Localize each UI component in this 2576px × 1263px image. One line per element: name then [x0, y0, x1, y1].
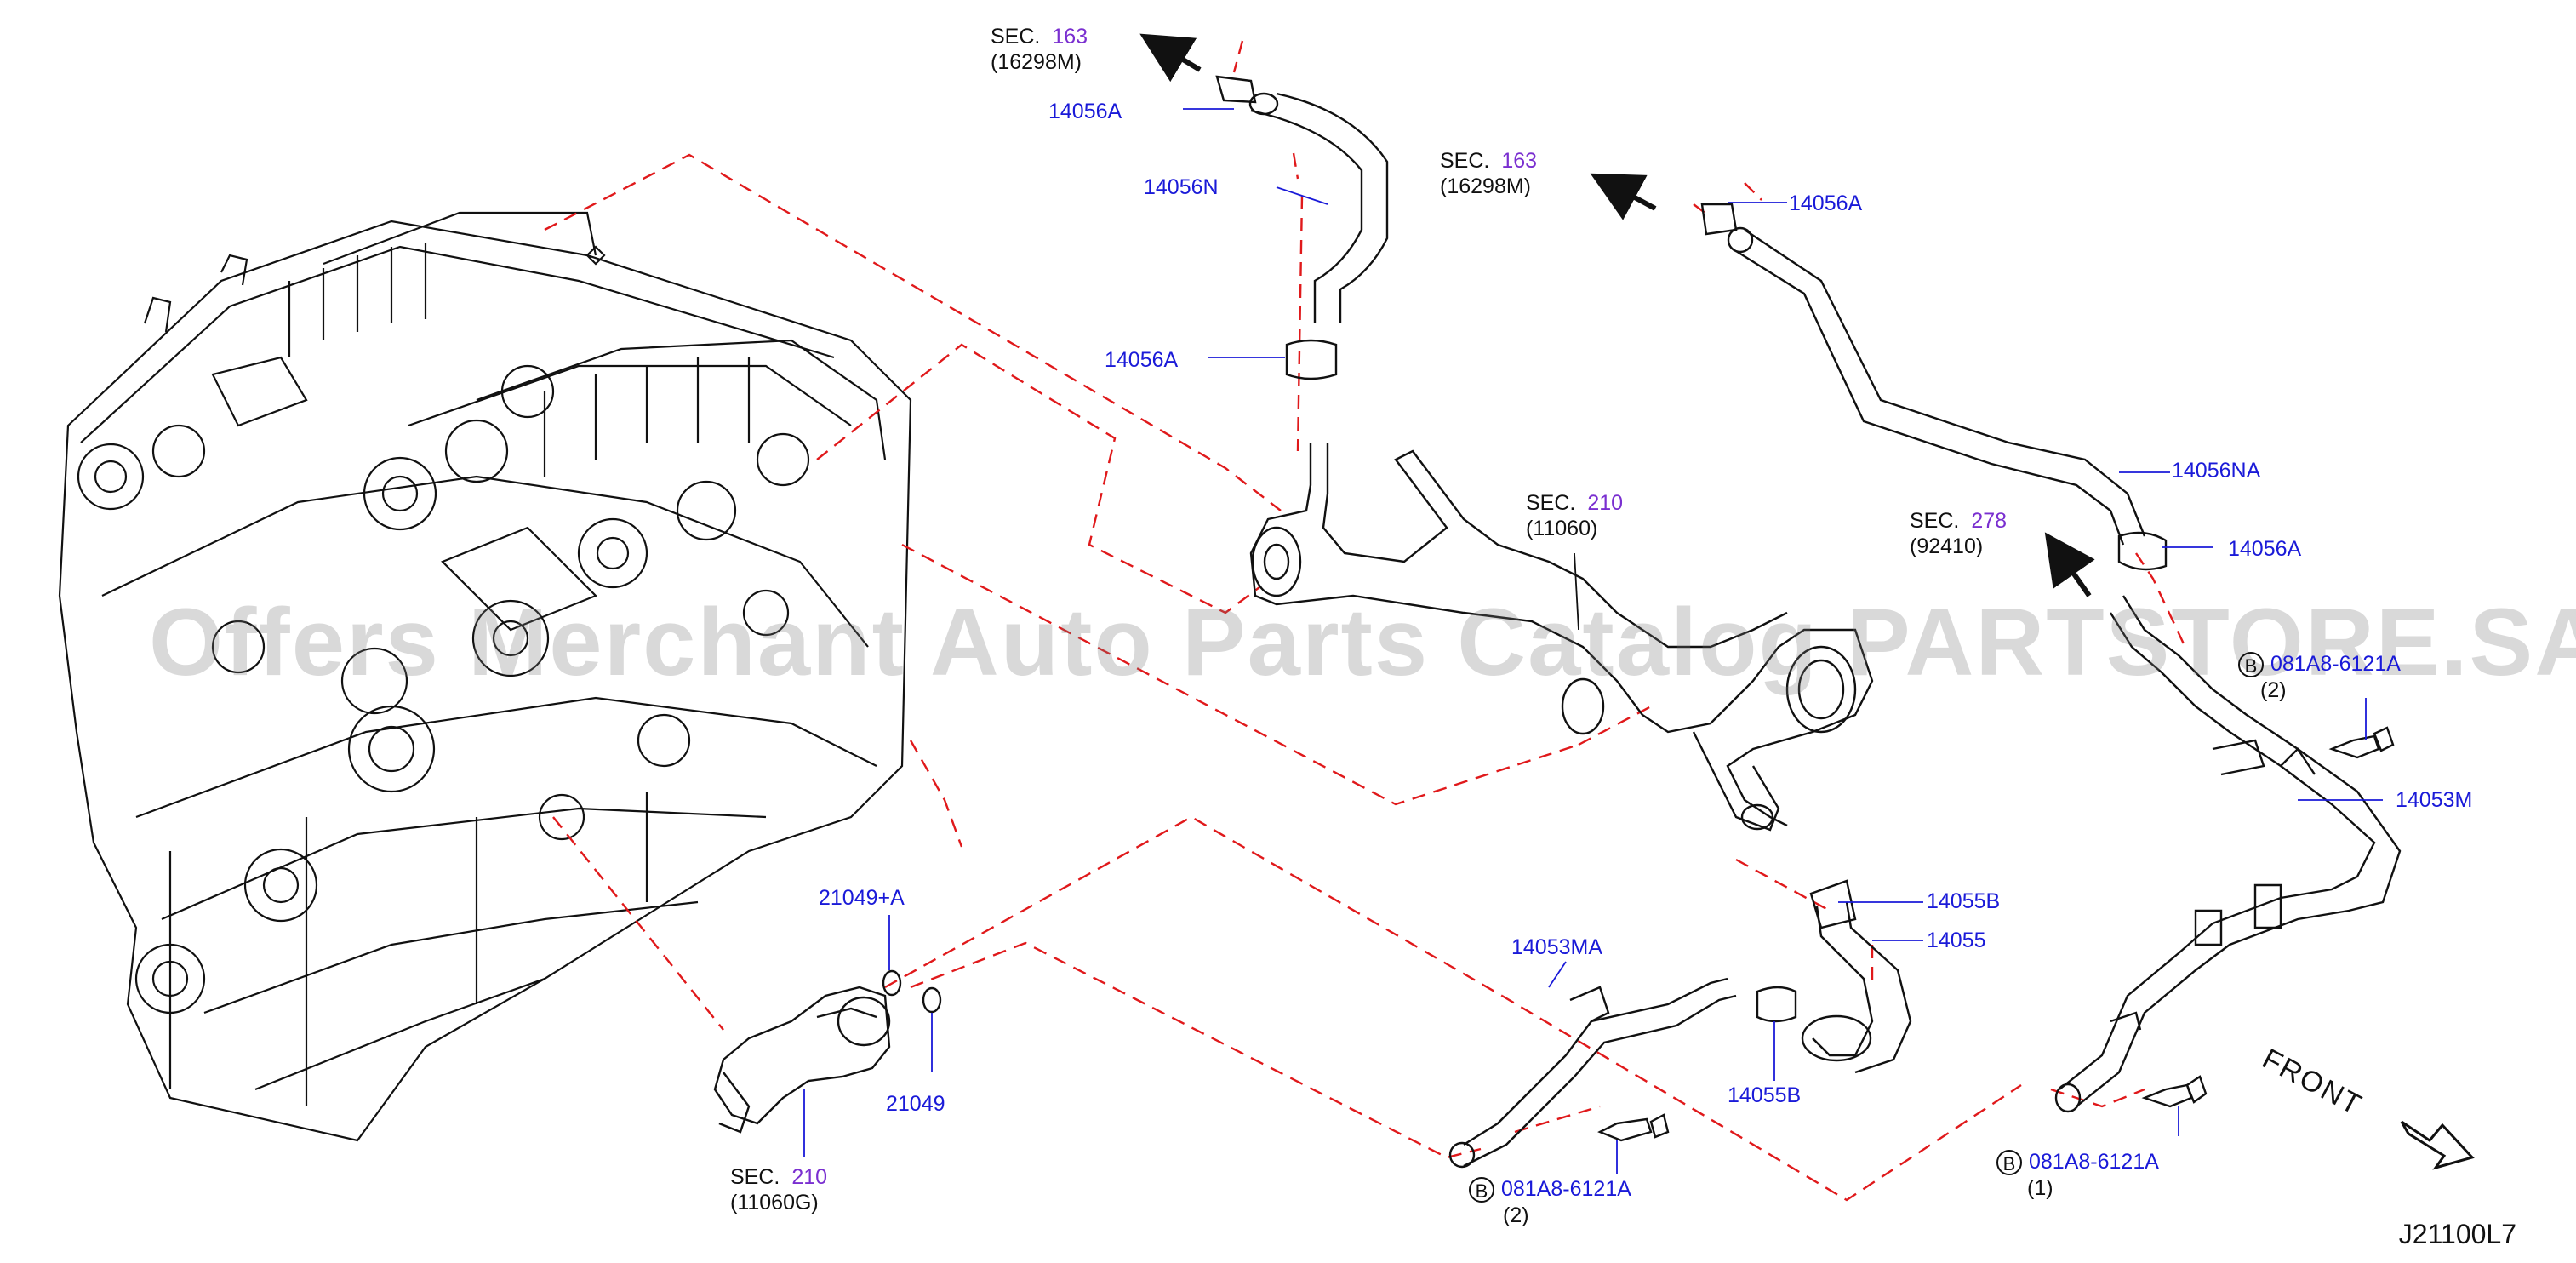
part-number: 081A8-6121A [1501, 1177, 1631, 1201]
part-label-14056a[interactable]: 14056A [2228, 537, 2302, 561]
part-label-14055b[interactable]: 14055B [1927, 889, 2001, 913]
part-label-14055[interactable]: 14055 [1927, 929, 1986, 952]
direction-arrows [1139, 33, 2095, 597]
section-ref: (16298M) [1440, 174, 1531, 198]
part-label-14056n[interactable]: 14056N [1144, 175, 1219, 199]
part-label-14056a[interactable]: 14056A [1048, 100, 1122, 123]
section-ref: (11060) [1526, 517, 1598, 540]
part-label-21049-a[interactable]: 21049+A [819, 886, 905, 910]
watermark: Offers Merchant Auto Parts Catalog PARTS… [149, 589, 2576, 695]
leader-lines [803, 108, 2383, 1174]
section-number: 210 [1587, 491, 1624, 515]
bolt-marker-b: B [1469, 1177, 1494, 1203]
section-prefix: SEC. [1440, 149, 1490, 173]
diagram-code: J21100L7 [2398, 1219, 2516, 1249]
part-label-14056a[interactable]: 14056A [1789, 191, 1863, 215]
part-label-14053ma[interactable]: 14053MA [1511, 935, 1603, 959]
part-label-14055b[interactable]: 14055B [1728, 1083, 1802, 1107]
reference-lines [544, 40, 2189, 1202]
engine-block [58, 211, 912, 1142]
section-label-163-b[interactable]: SEC. 163 (16298M) [1440, 148, 1537, 199]
bolt-callout-center[interactable]: B 081A8-6121A (2) [1469, 1176, 1631, 1228]
part-number: 081A8-6121A [2029, 1150, 2159, 1174]
part-label-14056a[interactable]: 14056A [1105, 348, 1179, 372]
section-prefix: SEC. [1526, 491, 1576, 515]
section-prefix: SEC. [991, 25, 1041, 49]
section-prefix: SEC. [1910, 509, 1960, 533]
section-label-163-a[interactable]: SEC. 163 (16298M) [991, 24, 1088, 75]
section-ref: (92410) [1910, 534, 1984, 558]
part-label-14053m[interactable]: 14053M [2396, 788, 2473, 812]
bolt-qty: (1) [2027, 1176, 2053, 1201]
section-number: 163 [1501, 149, 1538, 173]
section-number: 210 [791, 1165, 828, 1189]
section-number: 163 [1052, 25, 1088, 49]
bolt-marker-b: B [2238, 652, 2264, 678]
front-arrow-icon [2400, 1120, 2475, 1170]
bolt-marker-b: B [1996, 1150, 2022, 1176]
section-prefix: SEC. [730, 1165, 780, 1189]
hoses [713, 75, 2402, 1169]
section-label-210-a[interactable]: SEC. 210 (11060) [1526, 490, 1623, 541]
part-label-14056na[interactable]: 14056NA [2172, 459, 2261, 483]
section-ref: (16298M) [991, 50, 1082, 74]
part-number: 081A8-6121A [2270, 652, 2401, 676]
section-label-210-b[interactable]: SEC. 210 (11060G) [730, 1164, 827, 1215]
bolt-callout-right[interactable]: B 081A8-6121A (1) [1996, 1149, 2159, 1201]
part-label-21049[interactable]: 21049 [886, 1092, 945, 1116]
section-ref: (11060G) [730, 1191, 819, 1214]
bolt-qty: (2) [2260, 678, 2287, 703]
bolt-qty: (2) [1503, 1203, 1529, 1228]
section-number: 278 [1971, 509, 2008, 533]
section-leaders [1574, 552, 1579, 631]
section-label-278[interactable]: SEC. 278 (92410) [1910, 508, 2007, 559]
